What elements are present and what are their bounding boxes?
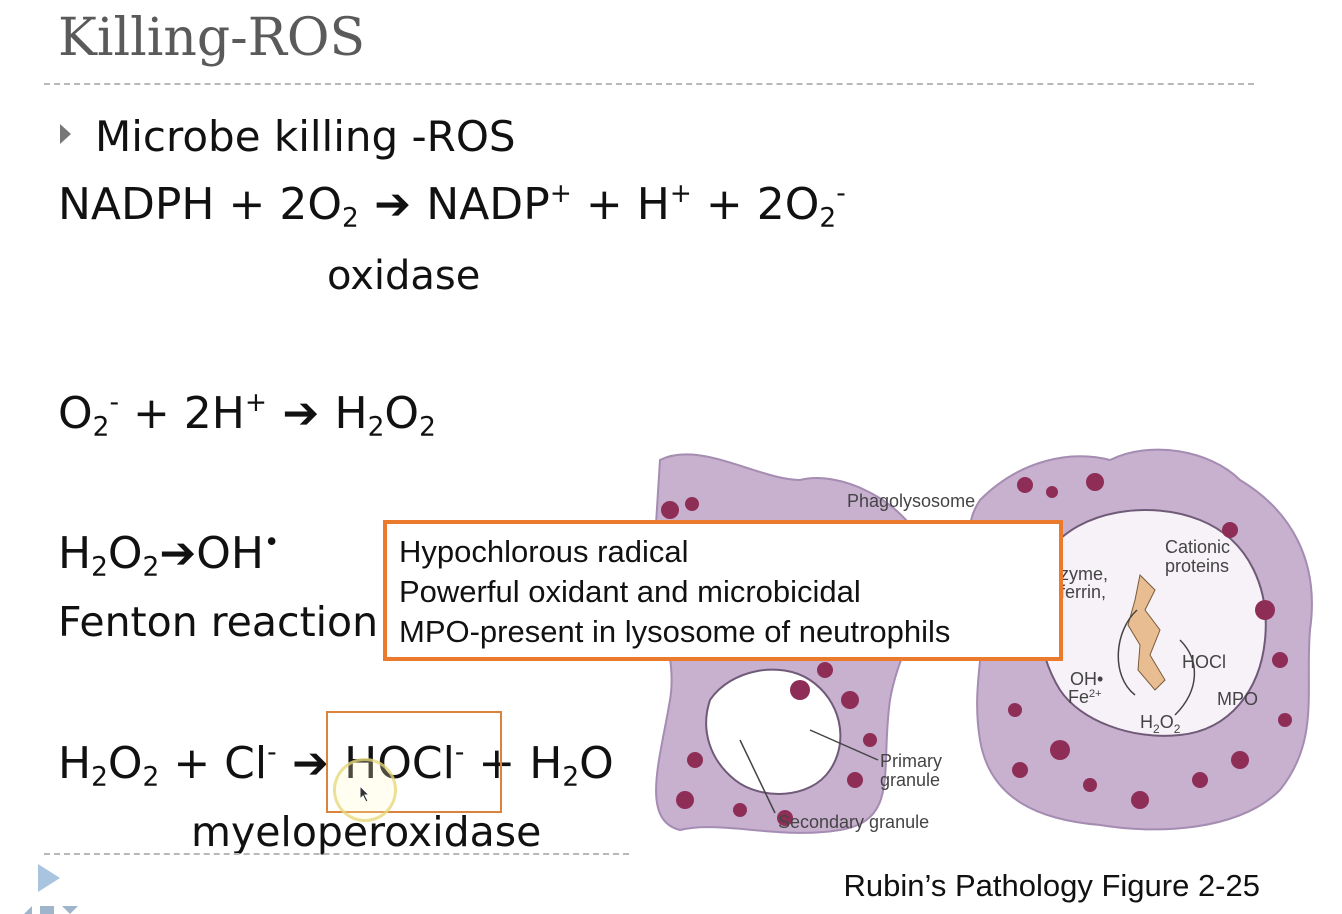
eq3-part: OH [196,528,264,579]
eq3-sup: • [263,526,280,558]
eq1-sup: + [549,177,572,209]
eq2-sub: 2 [419,411,436,443]
eq1-sup: + [669,177,692,209]
callout-line-3: MPO-present in lysosome of neutrophils [399,614,951,649]
callout-line-1: Hypochlorous radical [399,534,689,569]
oxidase-label: oxidase [327,253,481,299]
mouse-pointer-icon [359,785,371,803]
hocl-highlight-box [326,711,502,813]
eq1-sub: 2 [819,202,837,234]
cationic-label-1: Cationic [1165,537,1230,557]
eq4-part: + Cl [159,738,268,789]
eq4-part: O [107,738,143,789]
oh-figure-label: OH• [1070,669,1103,689]
figure-leader-lines [739,609,1196,814]
eq4-part: O [579,738,614,789]
h2o2-sub: 2 [1153,722,1160,736]
h2o2-h: H [1140,712,1153,732]
slide-title: Killing-ROS [58,8,366,68]
eq1-part: + H [571,179,670,230]
eq3-sub: 2 [91,551,108,583]
bullet-text: Microbe killing -ROS [95,112,516,161]
eq3-part: O [107,528,143,579]
equation-hydroxyl: H2O2➔OH• [58,529,280,580]
equation-nadph-oxidase: NADPH + 2O2 ➔ NADP+ + H+ + 2O2- [58,180,846,231]
eq1-sup: - [836,177,846,209]
eq4-part: + H [464,738,563,789]
eq2-sub: 2 [92,411,110,443]
eq1-sub: 2 [341,202,359,234]
hocl-figure-label: HOCl [1182,652,1226,672]
eq2-part: O [384,388,420,439]
h2o2-sub: 2 [1174,722,1181,736]
eq4-sub: 2 [91,761,108,793]
eq4-sub: 2 [142,761,160,793]
eq4-part: H [58,738,92,789]
lysozyme-label: zyme, [1060,564,1108,584]
equation-hypochlorous: H2O2 + Cl- ➔ HOCl- + H2O [58,739,614,790]
arrow-icon: ➔ [159,528,197,579]
title-divider [44,83,1254,85]
phagolysosome-label: Phagolysosome [847,491,975,511]
next-slide-icon[interactable] [38,864,60,892]
primary-granule-label-1: Primary [880,751,942,771]
cationic-label-2: proteins [1165,556,1229,576]
cursor-highlight [333,758,397,822]
secondary-granule-label: Secondary granule [778,812,929,832]
callout-box: Hypochlorous radical Powerful oxidant an… [383,520,1063,661]
eq2-part: H [334,388,368,439]
eq2-part: + 2H [118,388,245,439]
granules [654,473,1292,826]
fe-figure-label: Fe2+ [1068,687,1102,707]
eq3-part: H [58,528,92,579]
h2o2-figure-label: H2O2 [1140,712,1181,736]
fe-text: Fe [1068,687,1089,707]
eq2-part: O [58,388,93,439]
equation-superoxide: O2- + 2H+ ➔ H2O2 [58,389,436,440]
eq4-sup: - [267,736,277,768]
eq1-part: NADP [426,179,550,230]
eq3-sub: 2 [142,551,160,583]
bullet-triangle-icon [60,124,71,144]
arrow-icon: ➔ [358,179,427,230]
eq4-sup: - [454,736,465,768]
eq1-part: + 2O [691,179,820,230]
fe-sup: 2+ [1089,688,1102,700]
eq2-sup: - [109,386,119,418]
figure-caption: Rubin’s Pathology Figure 2-25 [843,868,1260,903]
primary-granule-label-2: granule [880,770,940,790]
eq4-sub: 2 [562,761,580,793]
arrow-icon: ➔ [267,388,335,439]
callout-lines: Hypochlorous radical Powerful oxidant an… [387,524,1059,652]
slide-nav-icons[interactable] [22,900,82,914]
eq2-sup: + [244,386,268,418]
h2o2-o: O [1160,712,1174,732]
mpo-figure-label: MPO [1217,689,1258,709]
callout-line-2: Powerful oxidant and microbicidal [399,574,861,609]
lactoferrin-label: ferrin, [1060,582,1106,602]
fenton-label: Fenton reaction [58,598,379,646]
footer-divider [44,853,629,855]
arrow-icon: ➔ [276,738,345,789]
eq2-sub: 2 [367,411,385,443]
eq1-part: NADPH + 2O [58,179,342,230]
